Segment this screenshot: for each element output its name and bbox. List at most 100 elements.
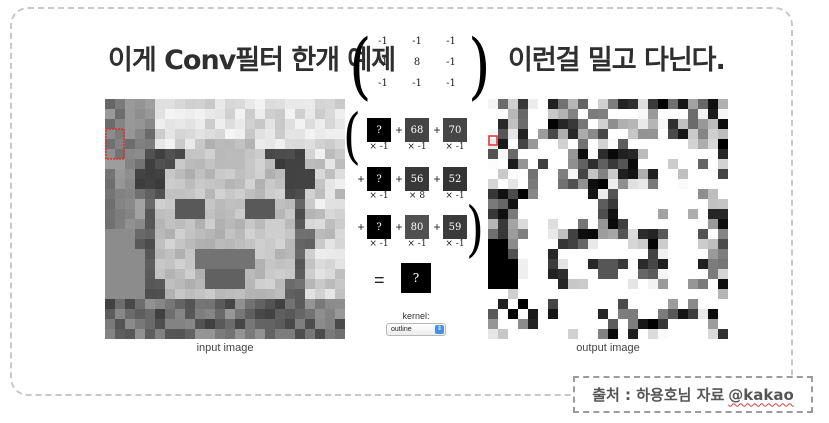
input-pixel [235,259,245,269]
input-pixel [135,279,145,289]
input-pixel [265,179,275,189]
input-pixel [215,99,225,109]
output-pixel [498,189,508,199]
output-pixel [538,179,548,189]
output-pixel [638,129,648,139]
output-pixel [568,319,578,329]
kernel-select[interactable]: outline ⇕ [386,323,446,336]
output-pixel [588,159,598,169]
input-pixel [175,319,185,329]
output-pixel [578,289,588,299]
input-pixel [185,189,195,199]
output-pixel [718,319,728,329]
output-pixel [508,309,518,319]
output-pixel [698,209,708,219]
input-pixel [315,239,325,249]
input-pixel [255,279,265,289]
output-pixel [648,209,658,219]
input-pixel [285,219,295,229]
output-pixel [528,149,538,159]
input-pixel [175,189,185,199]
output-pixel [508,179,518,189]
output-pixel [708,239,718,249]
output-pixel [578,129,588,139]
output-pixel [578,149,588,159]
output-pixel [678,279,688,289]
output-pixel [558,99,568,109]
input-pixel [115,259,125,269]
input-pixel [335,219,345,229]
input-pixel [325,129,335,139]
output-pixel [658,209,668,219]
output-pixel [498,99,508,109]
input-pixel [125,129,135,139]
input-pixel [135,209,145,219]
output-pixel [638,99,648,109]
calc-left-paren: ( [343,100,361,171]
calc-multiplier: × -1 [407,142,427,152]
output-pixel [518,149,528,159]
output-pixel [488,299,498,309]
output-pixel [558,169,568,179]
input-pixel [235,119,245,129]
output-pixel [598,319,608,329]
output-pixel [588,169,598,179]
input-pixel [295,119,305,129]
output-pixel [488,119,498,129]
output-pixel [628,149,638,159]
output-pixel [608,189,618,199]
output-pixel [628,259,638,269]
input-pixel [205,209,215,219]
input-pixel [305,329,315,339]
output-pixel [538,209,548,219]
kernel-right-paren: ) [468,22,491,108]
output-pixel [588,139,598,149]
output-pixel [628,219,638,229]
output-pixel [548,199,558,209]
output-pixel [498,229,508,239]
input-pixel [215,109,225,119]
output-pixel [538,249,548,259]
input-pixel [305,259,315,269]
output-pixel [518,119,528,129]
input-highlight-box [105,128,125,160]
input-pixel [255,179,265,189]
input-pixel [165,259,175,269]
input-pixel [255,199,265,209]
output-pixel [638,329,648,339]
input-pixel [225,119,235,129]
calc-multiplier: × 8 [408,191,426,201]
output-image-pixels [488,99,728,339]
output-pixel [658,259,668,269]
output-pixel [538,289,548,299]
input-pixel [115,239,125,249]
output-pixel [698,259,708,269]
output-pixel [668,239,678,249]
output-pixel [528,219,538,229]
input-pixel [285,199,295,209]
input-pixel [165,219,175,229]
output-pixel [548,119,558,129]
output-pixel [638,259,648,269]
input-pixel [125,289,135,299]
input-pixel [135,199,145,209]
input-pixel [335,179,345,189]
input-pixel [325,149,335,159]
output-pixel [578,179,588,189]
output-pixel [568,269,578,279]
output-pixel [528,179,538,189]
input-pixel [235,149,245,159]
output-pixel [638,319,648,329]
kernel-matrix: -1 -1 -1 -1 8 -1 -1 -1 -1 [366,31,468,94]
output-pixel [678,199,688,209]
output-pixel [698,199,708,209]
input-pixel [325,259,335,269]
output-pixel [638,219,648,229]
input-pixel [305,139,315,149]
input-pixel [185,169,195,179]
output-pixel [628,319,638,329]
output-pixel [528,309,538,319]
output-pixel [718,279,728,289]
input-pixel [115,289,125,299]
output-pixel [538,329,548,339]
